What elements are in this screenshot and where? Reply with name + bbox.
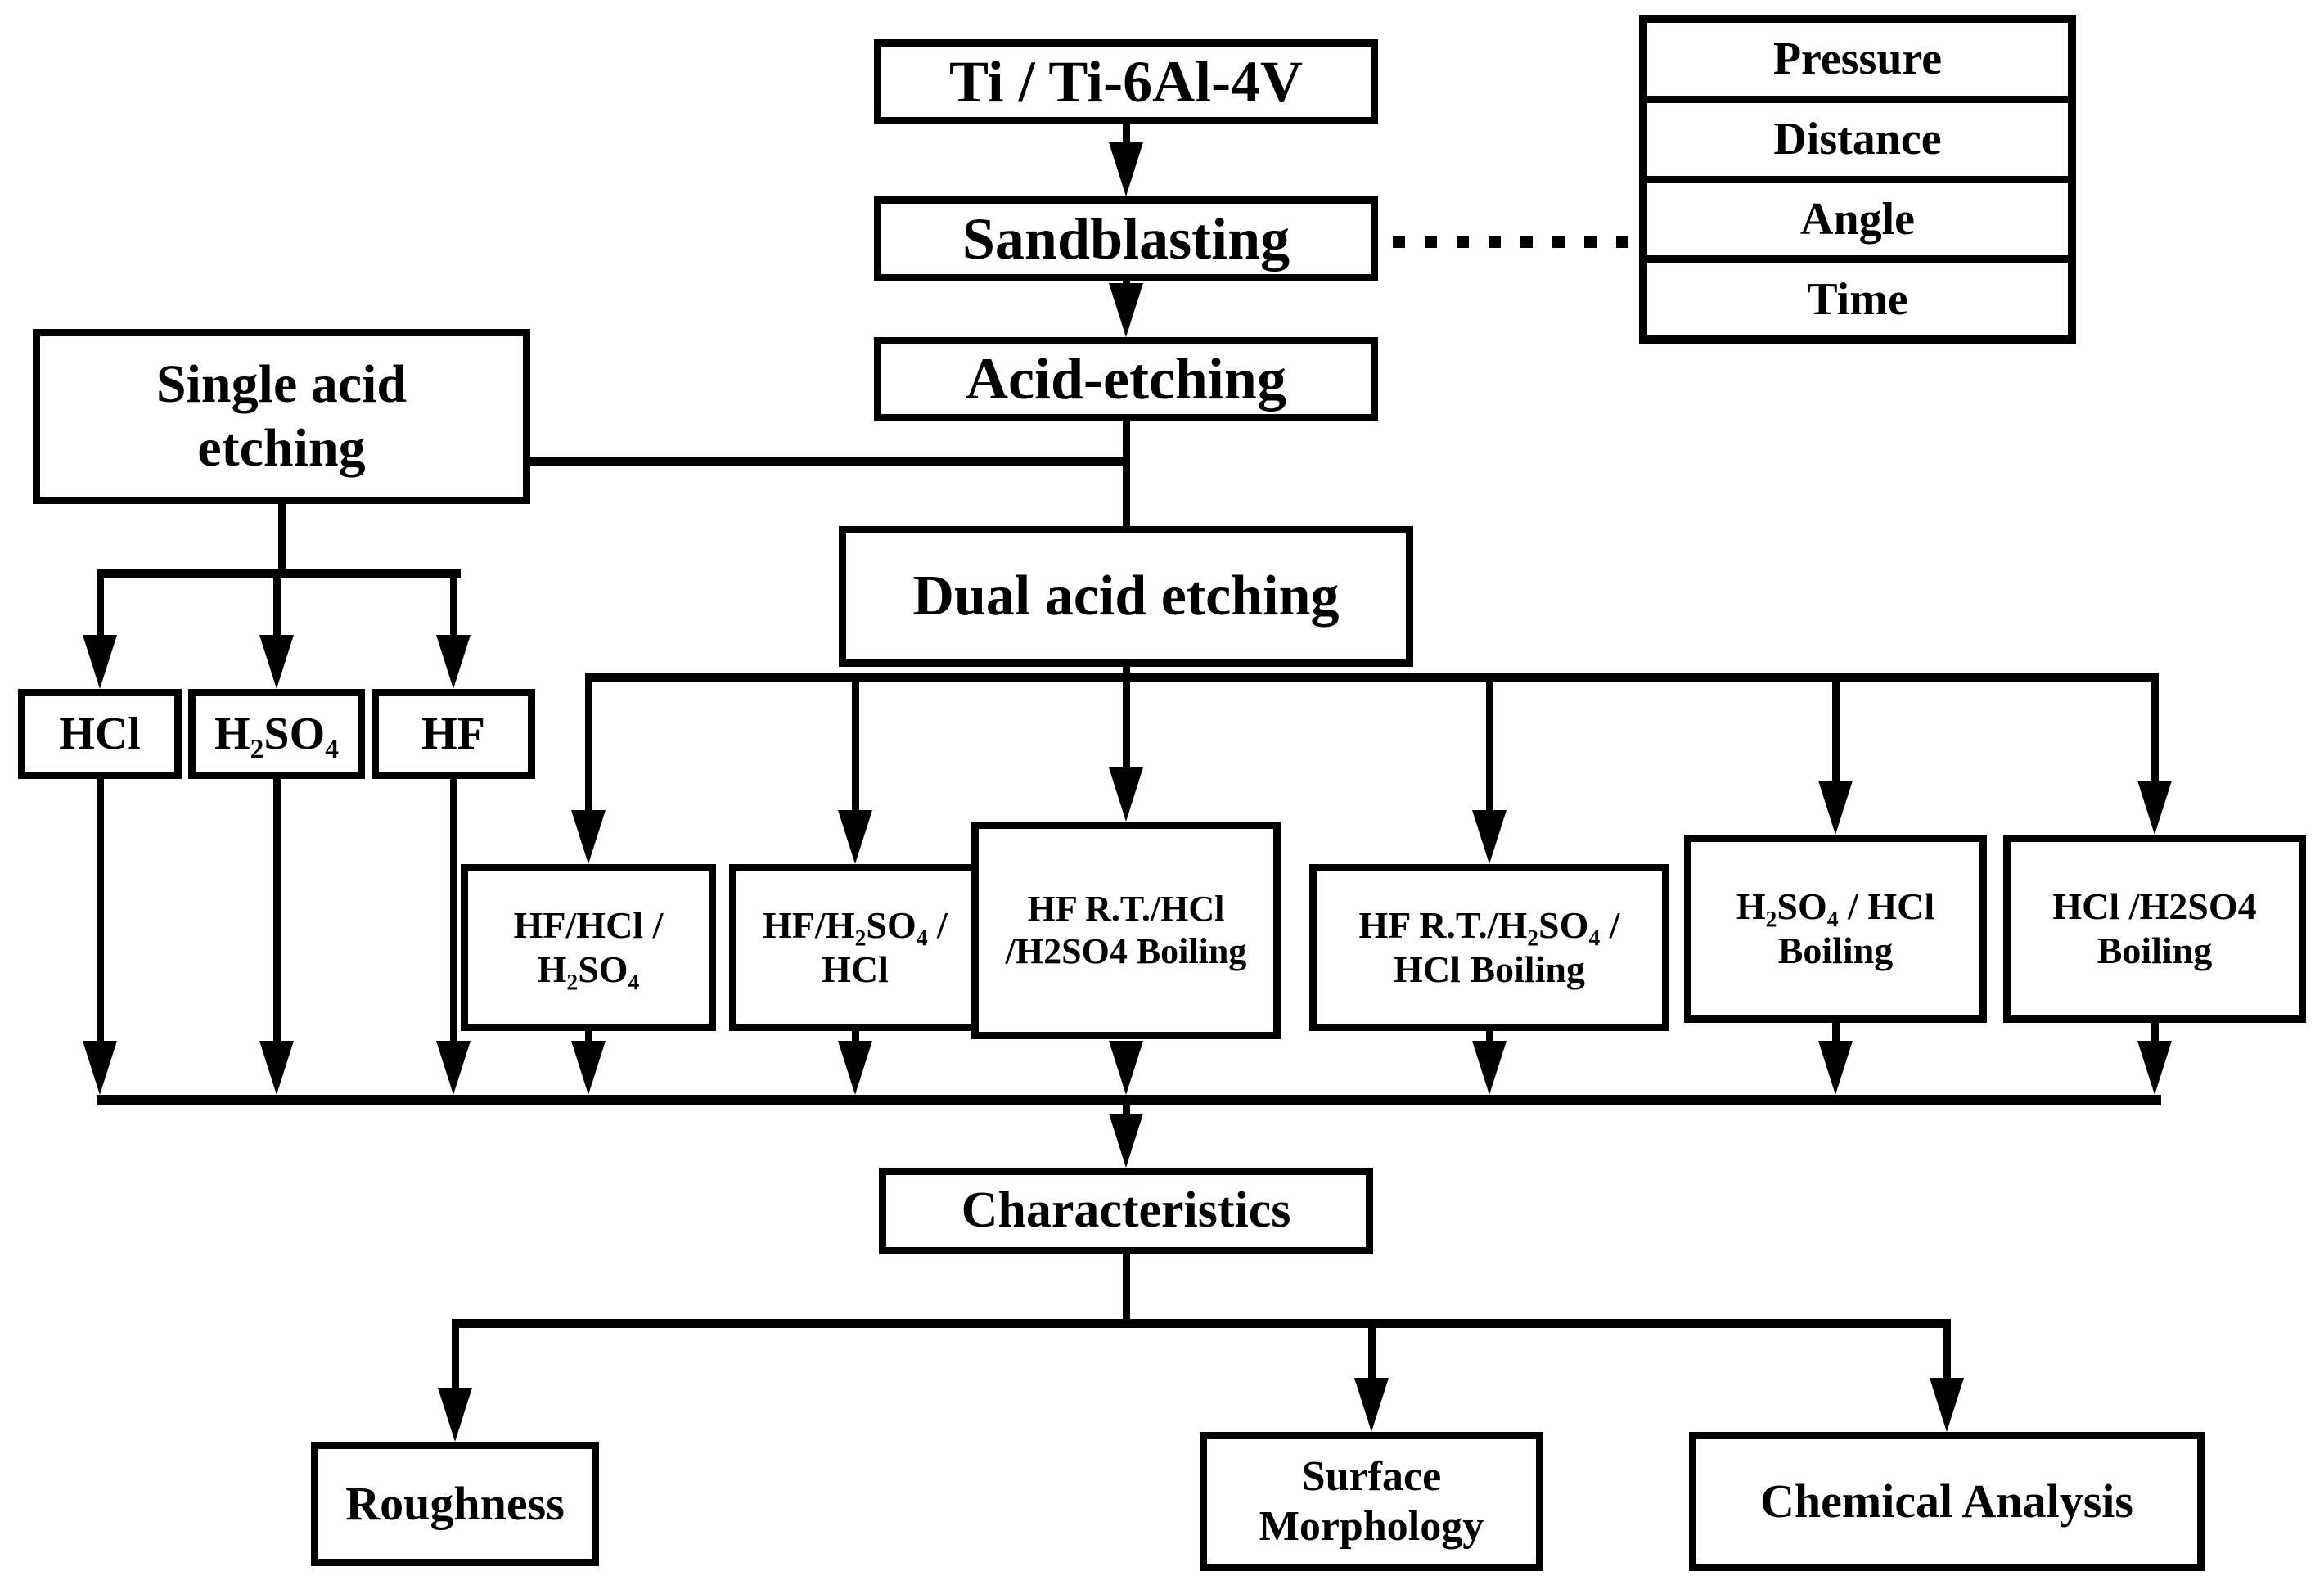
- connector-acidetching-dual: [1123, 421, 1130, 526]
- connector-single-fan-bar: [97, 569, 461, 578]
- connector-to-characteristics: [1123, 1105, 1130, 1119]
- arrow-to-chemical-analysis: [1930, 1378, 1964, 1432]
- node-h2so4: H₂SO₄: [188, 689, 365, 779]
- connector-to-dual1: [585, 682, 592, 813]
- node-dual3: HF R.T./HCl /H2SO4 Boiling: [971, 822, 1281, 1039]
- connector-single-to-main: [530, 457, 1130, 466]
- dotted-connector-sandblasting-parameters: [1393, 236, 1630, 248]
- node-hf: HF: [372, 689, 535, 779]
- arrow-to-dual6: [2137, 781, 2172, 835]
- node-acid-etching: Acid-etching: [874, 337, 1378, 421]
- node-material: Ti / Ti-6Al-4V: [874, 39, 1378, 124]
- arrow-to-h2so4: [259, 635, 294, 689]
- node-dual-acid-etching: Dual acid etching: [839, 526, 1413, 667]
- connector-hcl-down: [97, 779, 104, 1044]
- arrow-dual2-converge: [838, 1041, 872, 1095]
- node-hcl: HCl: [18, 689, 182, 779]
- node-characteristics: Characteristics: [879, 1168, 1373, 1254]
- connector-dual1-down: [585, 1031, 592, 1046]
- connector-dual2-down: [852, 1031, 859, 1046]
- sandblasting-parameters-table: Pressure Distance Angle Time: [1639, 15, 2076, 344]
- arrow-to-acid-etching: [1109, 283, 1143, 337]
- connector-to-dual5: [1832, 682, 1840, 783]
- connector-dual4-down: [1486, 1031, 1493, 1046]
- connector-to-dual2: [852, 682, 859, 813]
- connector-to-dual3: [1123, 682, 1130, 770]
- connector-to-dual4: [1486, 682, 1493, 813]
- node-dual4: HF R.T./H₂SO₄ / HCl Boiling: [1309, 864, 1669, 1031]
- parameter-row-distance: Distance: [1647, 103, 2068, 183]
- parameter-row-pressure: Pressure: [1647, 23, 2068, 103]
- arrow-to-characteristics: [1109, 1114, 1143, 1168]
- arrow-to-dual5: [1818, 781, 1853, 835]
- node-surface-morphology: Surface Morphology: [1200, 1432, 1543, 1571]
- convergence-bar: [97, 1095, 2161, 1105]
- arrow-dual4-converge: [1472, 1041, 1507, 1095]
- arrow-dual3-converge: [1109, 1041, 1143, 1095]
- connector-dual-fan-bar: [585, 673, 2159, 682]
- arrow-to-sandblasting: [1109, 142, 1143, 196]
- connector-to-roughness: [452, 1328, 459, 1392]
- connector-to-chemical-analysis: [1943, 1328, 1951, 1382]
- node-dual5: H₂SO₄ / HCl Boiling: [1684, 835, 1987, 1023]
- node-single-acid-etching: Single acid etching: [33, 329, 530, 504]
- arrow-to-dual4: [1472, 810, 1507, 864]
- arrow-h2so4-converge: [259, 1041, 294, 1095]
- node-dual1: HF/HCl / H₂SO₄: [461, 864, 716, 1031]
- arrow-to-dual1: [571, 810, 606, 864]
- connector-characteristics-stem: [1123, 1254, 1130, 1328]
- arrow-to-roughness: [438, 1388, 472, 1442]
- arrow-to-dual3: [1109, 767, 1143, 822]
- node-roughness: Roughness: [311, 1442, 599, 1566]
- arrow-dual1-converge: [571, 1041, 606, 1095]
- node-dual6: HCl /H2SO4 Boiling: [2003, 835, 2306, 1023]
- node-chemical-analysis: Chemical Analysis: [1689, 1432, 2205, 1571]
- arrow-to-dual2: [838, 810, 872, 864]
- connector-dual5-down: [1832, 1023, 1840, 1046]
- arrow-to-surface-morphology: [1354, 1378, 1389, 1432]
- connector-single-fan-stem: [278, 504, 286, 578]
- connector-to-dual6: [2151, 682, 2159, 783]
- connector-to-hf: [450, 578, 457, 640]
- arrow-to-hf: [436, 635, 471, 689]
- connector-to-hcl: [97, 578, 104, 640]
- parameter-row-time: Time: [1807, 273, 1908, 325]
- arrow-hcl-converge: [83, 1041, 117, 1095]
- node-sandblasting: Sandblasting: [874, 196, 1378, 281]
- connector-h2so4-down: [273, 779, 281, 1044]
- connector-dual6-down: [2151, 1023, 2159, 1046]
- arrow-to-hcl: [83, 635, 117, 689]
- outcome-fan-bar: [452, 1319, 1951, 1328]
- parameter-row-angle: Angle: [1647, 183, 2068, 263]
- connector-material-sandblasting: [1123, 124, 1130, 149]
- node-dual2: HF/H₂SO₄ / HCl: [729, 864, 981, 1031]
- arrow-hf-converge: [436, 1041, 471, 1095]
- connector-to-h2so4: [273, 578, 281, 640]
- connector-hf-down: [450, 779, 457, 1044]
- arrow-dual5-converge: [1818, 1041, 1853, 1095]
- connector-to-surface-morphology: [1368, 1328, 1376, 1382]
- arrow-dual6-converge: [2137, 1041, 2172, 1095]
